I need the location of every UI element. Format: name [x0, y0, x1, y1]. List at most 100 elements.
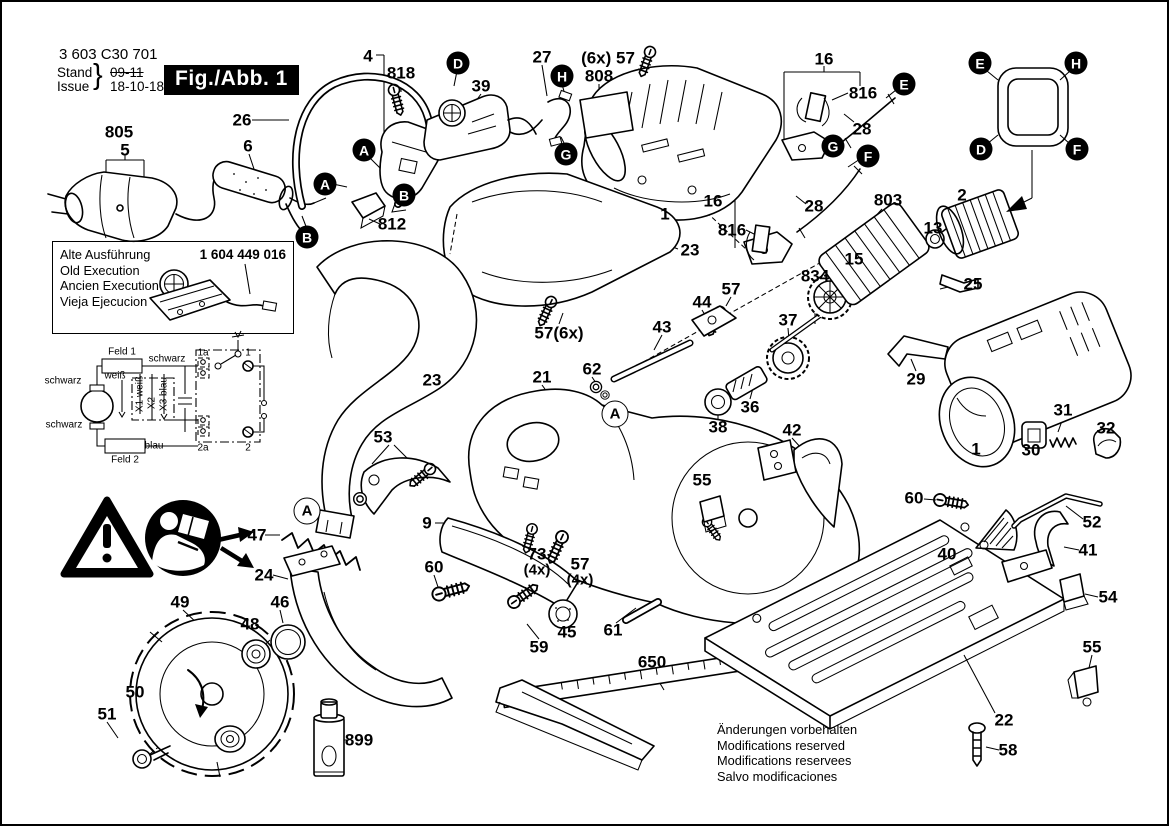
callout-letter-F: F	[1065, 137, 1089, 161]
flange-drawings	[132, 624, 306, 769]
old-execution-part-number: 1 604 449 016	[199, 247, 286, 262]
label-plate-808-drawing	[579, 91, 634, 139]
part-label-30: 30	[1021, 440, 1041, 460]
callout-letter-A: A	[352, 138, 376, 162]
part-label-39: 39	[471, 76, 491, 96]
brush-holders-drawing	[743, 92, 896, 265]
part-label-27: 27	[532, 47, 552, 67]
stator-2-drawing	[935, 189, 1020, 259]
part-label-28: 28	[804, 196, 824, 216]
part-label-44: 44	[692, 292, 712, 312]
part-label-60: 60	[424, 557, 444, 577]
wiring-label-schwarz-bottom-left: schwarz	[45, 419, 83, 431]
part-label-816: 816	[848, 83, 878, 103]
part-label-53: 53	[373, 427, 393, 447]
warning-triangle-icon	[60, 496, 154, 578]
issue-value: 18-10-18	[110, 79, 165, 94]
grease-tube-drawing	[313, 698, 345, 777]
part-label-26: 26	[232, 110, 252, 130]
part-label-28: 28	[852, 119, 872, 139]
callout-letter-F: F	[856, 144, 880, 168]
gear-train-drawing	[610, 305, 810, 416]
part-label-812: 812	[377, 214, 407, 234]
wiring-diagram-drawing	[80, 330, 268, 454]
part-label-55: 55	[692, 470, 712, 490]
wiring-terminal-2: 2	[245, 442, 251, 454]
part-label-60: 60	[904, 488, 924, 508]
part-label-24: 24	[254, 565, 274, 585]
callout-letter-H: H	[550, 64, 574, 88]
part-label-42: 42	[782, 420, 802, 440]
screw-58-drawing	[968, 722, 986, 767]
part-label-38: 38	[708, 417, 728, 437]
part-label-50: 50	[125, 682, 145, 702]
callout-letter-D: D	[969, 137, 993, 161]
switch-drawing	[423, 89, 573, 161]
hex-key-52-drawing	[1011, 493, 1103, 529]
riving-knife-42-drawing	[757, 438, 843, 528]
callout-letter-G: G	[821, 134, 845, 158]
footer-note-line: Salvo modificaciones	[717, 768, 838, 784]
part-label-29: 29	[906, 369, 926, 389]
stand-label: Stand	[57, 65, 93, 80]
part-label-2: 2	[957, 185, 967, 205]
part-label-73: 73(4x)	[523, 544, 551, 580]
part-label-805: 805	[104, 122, 134, 142]
part-label-5: 5	[120, 140, 130, 160]
part-label-9: 9	[422, 513, 432, 533]
motor-housing-right-drawing	[887, 274, 1132, 468]
callout-letter-B: B	[392, 183, 416, 207]
document-part-number: 3 603 C30 701	[59, 46, 158, 63]
callout-letter-H: H	[1064, 51, 1088, 75]
part-label-16: 16	[703, 191, 723, 211]
part-label-32: 32	[1096, 418, 1116, 438]
wiring-label-x1: X1 weiß	[134, 375, 146, 413]
part-label-650: 650	[637, 652, 667, 672]
part-label-49: 49	[170, 592, 190, 612]
part-label-899: 899	[344, 730, 374, 750]
part-label-58: 58	[998, 740, 1018, 760]
footer-note-line: Modifications reserved	[717, 737, 846, 753]
stand-value-old: 09-11	[110, 65, 144, 80]
lever-53-drawing	[352, 457, 451, 515]
footer-note-line: Änderungen vorbehalten	[717, 722, 858, 737]
wiring-label-feld2: Feld 2	[111, 454, 139, 466]
part-label-23: 23	[680, 240, 700, 260]
wiring-terminal-1: 1	[245, 347, 251, 359]
callout-letter-G: G	[554, 142, 578, 166]
part-label-23: 23	[422, 370, 442, 390]
power-cord-drawing	[47, 160, 327, 242]
part-label-55: 55	[1082, 637, 1102, 657]
icon-arrows	[217, 527, 254, 568]
part-label-22: 22	[994, 710, 1014, 730]
part-label-15: 15	[844, 249, 864, 269]
part-label-48: 48	[240, 614, 260, 634]
part-label-51: 51	[97, 704, 117, 724]
part-label-52: 52	[1082, 512, 1102, 532]
lower-guard-drawing	[283, 545, 453, 708]
wiring-label-x3: X3 blau	[158, 377, 170, 411]
part-label-57: 57(4x)	[566, 554, 594, 590]
wiring-terminal-1a: 1a	[197, 347, 209, 359]
part-label-25: 25	[963, 274, 983, 294]
callout-letter-A: A	[313, 172, 337, 196]
old-execution-line-en: Old Execution	[60, 262, 140, 278]
old-execution-line-de: Alte Ausführung	[60, 247, 151, 262]
part-label-808: 808	[584, 66, 614, 86]
spring-47-drawing	[281, 532, 361, 571]
part-label-6x57: (6x) 57	[581, 48, 635, 68]
footer-note-line: Modifications reservees	[717, 753, 852, 768]
callout-letter-E: E	[892, 72, 916, 96]
stand-issue-brace: }	[93, 59, 103, 91]
part-label-1: 1	[660, 204, 670, 224]
armature-drawing	[769, 202, 955, 353]
part-label-54: 54	[1098, 587, 1118, 607]
part-label-57: 57	[721, 279, 741, 299]
part-label-46: 46	[270, 592, 290, 612]
part-label-13: 13	[923, 218, 943, 238]
wiring-label-blau: blau	[144, 440, 164, 452]
part-label-576x: 57(6x)	[534, 323, 584, 343]
